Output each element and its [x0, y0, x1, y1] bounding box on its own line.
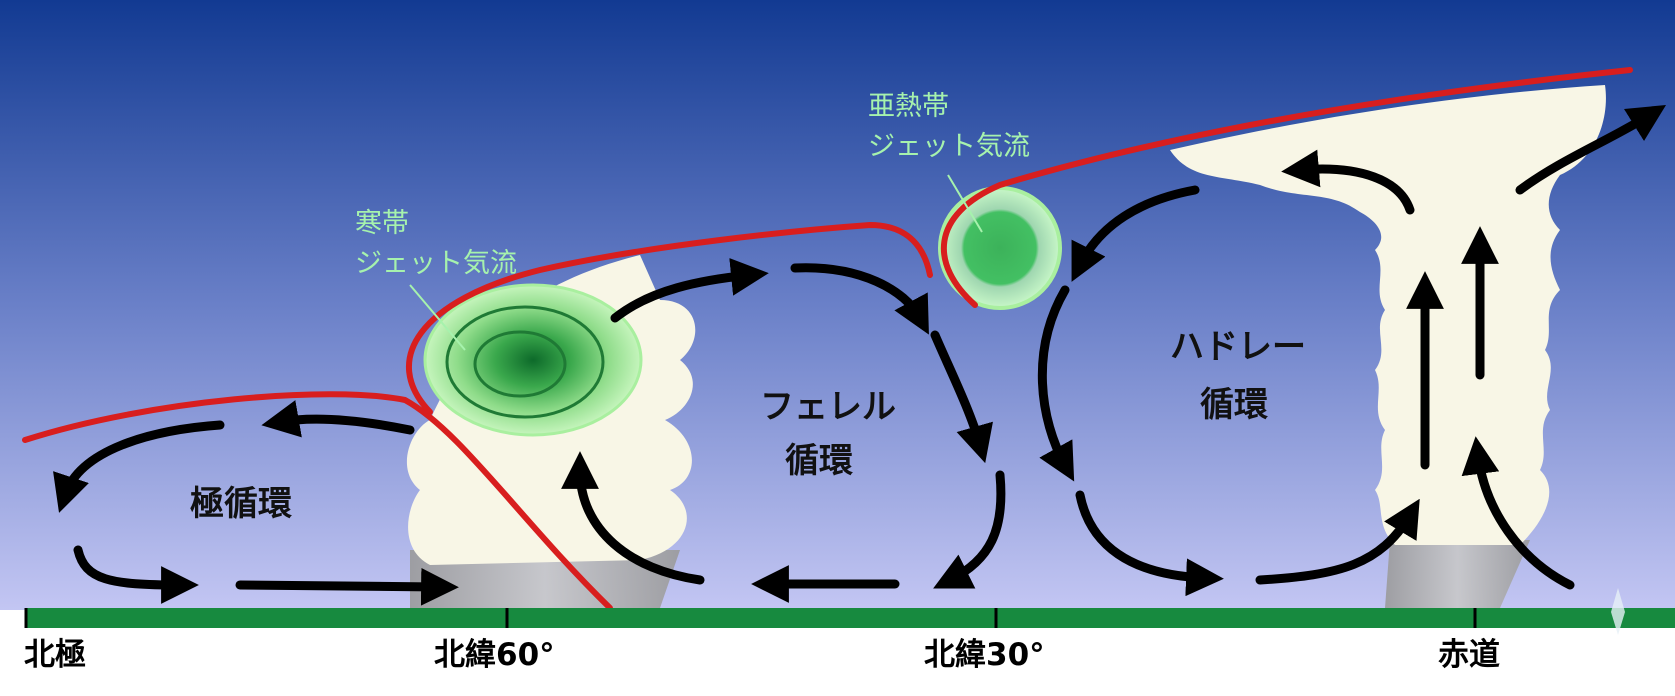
axis-label-30n: 北緯30°	[924, 637, 1045, 673]
circulation-arrows	[53, 104, 1667, 606]
rain-shafts	[410, 540, 1530, 608]
hadley-cloud-tower	[1170, 85, 1606, 545]
polar-jet-label-2: ジェット気流	[355, 248, 517, 279]
hadley-rising-arrow-3	[1461, 436, 1575, 590]
subtropical-jet-pointer	[947, 174, 983, 233]
ferrel-cell-label-2: 循環	[785, 441, 853, 481]
ground-band	[25, 608, 1675, 628]
polar-cell-label: 極循環	[190, 484, 292, 524]
hadley-top-left-arrow	[1281, 149, 1415, 215]
polar-surface-arrow	[235, 567, 459, 606]
ferrel-sinking-arrow	[930, 330, 993, 464]
polar-jet-pointer	[409, 284, 466, 351]
ferrel-upper-arrow-1	[610, 258, 769, 323]
polar-jet-label-1: 寒帯	[355, 208, 409, 239]
polar-lower-arrow	[73, 545, 199, 604]
axis-label-north-pole: 北極	[24, 637, 86, 673]
hadley-cell-label-2: 循環	[1200, 385, 1268, 425]
latitude-ticks	[24, 608, 1477, 628]
hadley-cell-label-1: ハドレー	[1170, 327, 1306, 367]
tropopause-lines	[22, 67, 1633, 611]
ferrel-cell-label-1: フェレル	[760, 387, 896, 427]
sparkle-icon	[1611, 588, 1625, 635]
hadley-sinking-arrow	[1037, 285, 1075, 482]
axis-label-equator: 赤道	[1438, 637, 1500, 673]
polar-left-arrow	[53, 420, 225, 513]
hadley-top-right-arrow	[1515, 104, 1667, 195]
subtropical-jet-label-2: ジェット気流	[868, 131, 1030, 162]
axis-label-60n: 北緯60°	[434, 637, 555, 673]
subtropical-jet-label-1: 亜熱帯	[868, 91, 949, 122]
ferrel-rising-arrow	[561, 451, 705, 585]
ferrel-lower-arrow	[933, 470, 1006, 589]
ferrel-upper-arrow-2	[790, 263, 929, 335]
polar-upper-arrow	[261, 400, 415, 438]
hadley-upper-arrow	[1071, 185, 1200, 282]
polar-jet-stream	[423, 283, 643, 437]
hadley-surface-arrow	[1255, 498, 1420, 585]
hadley-lower-arrow	[1075, 490, 1224, 597]
